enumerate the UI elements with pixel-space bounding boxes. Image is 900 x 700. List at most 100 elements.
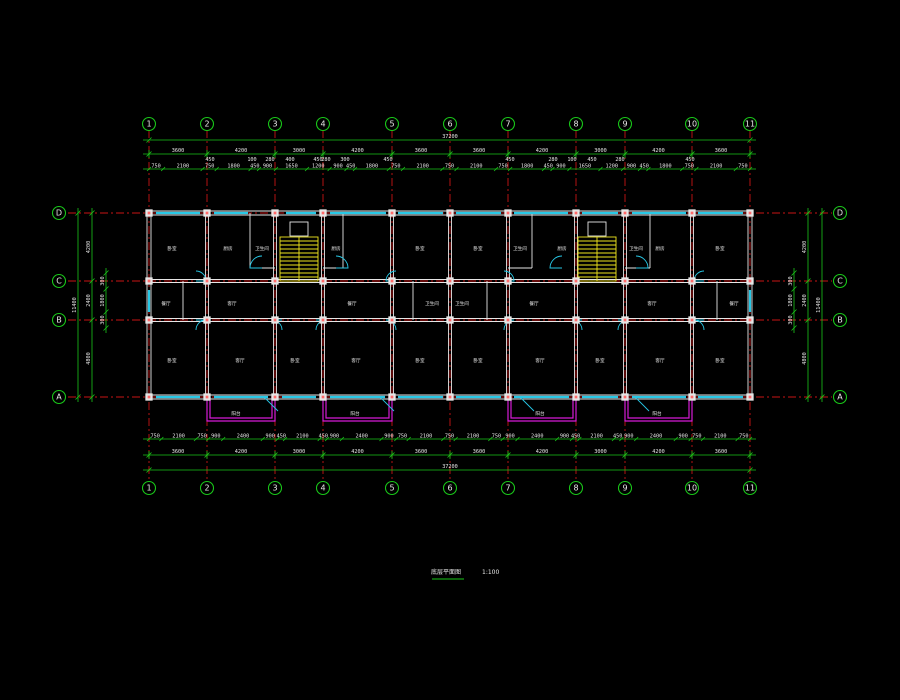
axis-bubble-1-top[interactable] — [141, 116, 157, 132]
axis-bubble-4-top[interactable] — [315, 116, 331, 132]
dim-right-seg-value: 4200 — [802, 241, 808, 254]
dim-top-fine-value: 900 — [263, 164, 272, 170]
axis-bubble-7-top[interactable] — [500, 116, 516, 132]
dim-right-seg-tick — [805, 278, 811, 284]
axis-bubble-A-right[interactable] — [832, 389, 848, 405]
structural-column-core — [273, 395, 277, 399]
balcony-rail-inner — [510, 397, 574, 419]
dim-top-fine-value: 750 — [151, 164, 160, 170]
axis-bubble-10-top[interactable] — [684, 116, 700, 132]
structural-column-core — [147, 211, 151, 215]
axis-bubble-2-top[interactable] — [199, 116, 215, 132]
axis-bubble-11-bottom[interactable] — [742, 480, 758, 496]
dim-top-fine-tick — [567, 166, 572, 172]
axis-bubble-C-right[interactable] — [832, 273, 848, 289]
dim-top-fine-value: 1800 — [227, 164, 240, 170]
balcony-door[interactable] — [263, 396, 279, 412]
dim-bottom-fine-value: 900 — [384, 434, 393, 440]
dim-left-seg-tick — [89, 278, 95, 284]
dim-bottom-fine-value: 900 — [211, 434, 220, 440]
dim-top-fine-tick — [248, 166, 253, 172]
axis-bubble-10-bottom[interactable] — [684, 480, 700, 496]
dim-top-axis-value: 3600 — [415, 148, 428, 154]
room-label-middle: 餐厅 — [161, 300, 171, 307]
axis-bubble-8-bottom[interactable] — [568, 480, 584, 496]
dim-top-fine-tick — [493, 166, 499, 172]
axis-bubble-3-top[interactable] — [267, 116, 283, 132]
axis-bubble-2-bottom[interactable] — [199, 480, 215, 496]
balcony-rail-inner — [627, 397, 690, 419]
axis-bubble-B-right[interactable] — [832, 312, 848, 328]
dim-bottom-fine-value: 750 — [739, 434, 748, 440]
dim-bottom-fine-value: 450 — [319, 434, 328, 440]
dim-left-total-tick — [75, 210, 81, 216]
axis-label-1: 1 — [146, 120, 151, 129]
room-label-middle: 客厅 — [227, 300, 237, 307]
dim-bottom-fine-value: 2400 — [531, 434, 544, 440]
axis-bubble-B-left[interactable] — [51, 312, 67, 328]
dim-top-axis-value: 3600 — [172, 148, 185, 154]
dim-bottom-fine-tick — [515, 436, 520, 442]
dim-top-axis-value: 4200 — [652, 148, 665, 154]
balcony-door[interactable] — [634, 396, 650, 412]
axis-bubble-A-left[interactable] — [51, 389, 67, 405]
dim-bottom-fine-tick — [324, 436, 330, 442]
structural-column-core — [321, 211, 325, 215]
room-label-upper: 厨房 — [223, 245, 233, 252]
dim-bottom-fine-value: 900 — [560, 434, 569, 440]
axis-bubble-11-top[interactable] — [742, 116, 758, 132]
axis-bubble-1-bottom[interactable] — [141, 480, 157, 496]
dim-top-fine-value: 900 — [627, 164, 636, 170]
dim-top-fine-tick — [200, 166, 205, 172]
axis-bubble-4-bottom[interactable] — [315, 480, 331, 496]
room-label-lower: 卧室 — [290, 357, 300, 364]
door-swing[interactable] — [385, 270, 397, 282]
dim-top-fine-tick — [214, 166, 220, 172]
dim-right-small-tick — [791, 286, 797, 292]
axis-bubble-5-bottom[interactable] — [384, 480, 400, 496]
dim-top-fine-value: 1800 — [659, 164, 672, 170]
dim-total-bottom-tick — [747, 467, 753, 473]
dim-top-fine-value: 750 — [685, 164, 694, 170]
dim-top-fine-tick — [273, 166, 279, 172]
axis-bubble-C-left[interactable] — [51, 273, 67, 289]
door-swing[interactable] — [335, 255, 349, 269]
axis-bubble-D-right[interactable] — [832, 205, 848, 221]
door-swing[interactable] — [635, 255, 649, 269]
dim-bottom-fine-value: 900 — [505, 434, 514, 440]
dim-bottom-fine-value: 450 — [613, 434, 622, 440]
axis-bubble-6-top[interactable] — [442, 116, 458, 132]
door-swing[interactable] — [549, 255, 563, 269]
balcony-door[interactable] — [519, 396, 535, 412]
dim-bottom-fine-value: 2400 — [650, 434, 663, 440]
axis-bubble-5-top[interactable] — [384, 116, 400, 132]
axis-label-3: 3 — [272, 120, 277, 129]
dim-bottom-fine-tick — [488, 436, 493, 442]
axis-bubble-6-bottom[interactable] — [442, 480, 458, 496]
dim-top-fine-value: 900 — [333, 164, 342, 170]
room-label-middle: 餐厅 — [347, 300, 357, 307]
balcony-door[interactable] — [379, 396, 395, 412]
axis-bubble-7-bottom[interactable] — [500, 480, 516, 496]
axis-bubble-D-left[interactable] — [51, 205, 67, 221]
axis-bubble-9-top[interactable] — [617, 116, 633, 132]
axis-label-D: D — [837, 209, 843, 218]
axis-bubble-9-bottom[interactable] — [617, 480, 633, 496]
door-swing[interactable] — [503, 270, 515, 282]
dim-left-small-value: 1800 — [100, 294, 106, 307]
dim-top-fine-tick — [541, 166, 547, 172]
dim-left-seg-tick — [89, 394, 95, 400]
axis-bubble-8-top[interactable] — [568, 116, 584, 132]
dim-top-fine-tick — [327, 166, 332, 172]
balcony-rail — [624, 397, 693, 422]
dim-bottom-fine-value: 750 — [197, 434, 206, 440]
dim-total-top: 37200 — [442, 134, 458, 140]
dim-top-fine-tick — [598, 166, 603, 172]
dim-bottom-fine-tick — [317, 436, 322, 442]
axis-bubble-3-bottom[interactable] — [267, 480, 283, 496]
dim-bottom-fine-value: 2400 — [237, 434, 250, 440]
door-swing[interactable] — [249, 255, 263, 269]
dim-left-total-value: 11400 — [72, 297, 78, 313]
